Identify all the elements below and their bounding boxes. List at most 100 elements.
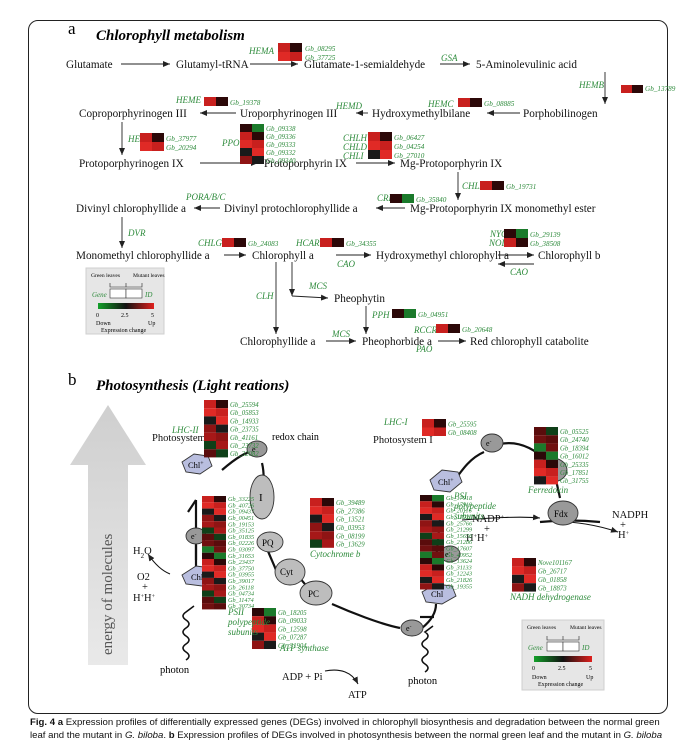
caption-fig-number: Fig. 4	[30, 717, 56, 728]
heatmap-cell-lhc2	[204, 400, 216, 409]
panel-a-title: Chlorophyll metabolism	[96, 28, 245, 44]
heatmap-cell-psi	[432, 551, 444, 558]
heatmap-cell-psii	[214, 508, 226, 515]
heatmap-cell-lhc2	[216, 400, 228, 409]
group-psi-name-2: polypeptide	[453, 501, 496, 511]
gene-id-cytb: Gb_27386	[336, 508, 365, 515]
enzyme-clh: CLH	[256, 291, 274, 301]
enzyme-gsa: GSA	[441, 53, 458, 63]
heatmap-cell-psi	[432, 545, 444, 552]
heatmap-cell-chlg	[234, 238, 246, 247]
enzyme-chli: CHLI	[343, 151, 365, 161]
heatmap-cell-ferredoxin	[534, 451, 546, 460]
panel-b-label: b	[68, 370, 77, 389]
gene-id-nadh: Gb_01858	[538, 577, 567, 584]
electron-ps2-top-label: e-	[252, 445, 258, 454]
heatmap-cell-psii	[202, 565, 214, 572]
heatmap-cell-psii	[214, 584, 226, 591]
o2-label: O2	[137, 572, 150, 583]
heatmap-cell-psi	[432, 532, 444, 540]
heatmap-cell-crd	[390, 194, 402, 203]
photon-wave-ps1	[421, 625, 434, 673]
gene-id-pph: Gb_04951	[418, 311, 448, 319]
gene-id-psii: Gb_37750	[228, 565, 255, 572]
heatmap-cell-psii	[214, 496, 226, 503]
legend-b-scale-max: 5	[589, 666, 592, 672]
caption-text-b: Expression profiles of DEGs involved in …	[177, 729, 621, 741]
heatmap-cell-psii	[202, 521, 214, 528]
group-lhc2-name: LHC-II	[171, 425, 200, 435]
heatmap-cell-psii	[202, 559, 214, 566]
heatmap-cell-hcar	[320, 238, 332, 247]
gene-id-lhc2: Gb_32082	[230, 451, 259, 458]
enzyme-chlg: CHLG	[198, 238, 223, 248]
compound-pheophytin: Pheophytin	[334, 293, 385, 305]
heatmap-cell-hemb	[632, 85, 643, 93]
heatmap-cell-chlm	[480, 181, 492, 190]
enzyme-pph: PPH	[371, 310, 390, 320]
heatmap-cell-atp	[264, 616, 276, 625]
energy-axis-arrow: energy of molecules	[70, 405, 146, 665]
compound-coproporphyrinogen: Coproporphyrinogen III	[79, 108, 187, 120]
compound-mv-chlorophyllide: Monomethyl chlorophyllide a	[76, 250, 210, 262]
heatmap-cell-nadh	[524, 574, 536, 584]
heatmap-cell-cytb	[310, 514, 322, 523]
heatmap-cell-lhc2	[216, 441, 228, 450]
figure-caption: Fig. 4 a Expression profiles of differen…	[30, 717, 670, 742]
heatmap-cell-psi	[432, 576, 444, 584]
electron-ps1-bottom	[400, 619, 424, 637]
gene-id-psi: Gb_21286	[446, 539, 473, 546]
legend-b-change: Expression change	[538, 682, 583, 688]
compound-dv-protochlorophyllide: Divinyl protochlorophyllide a	[224, 203, 358, 215]
gene-id-psi: Gb_17920	[446, 514, 473, 521]
compound-chlorophyll-a: Chlorophyll a	[252, 250, 314, 262]
heatmap-cell-lhc1	[434, 419, 446, 428]
gene-id-crd: Gb_35840	[416, 196, 447, 204]
gene-id-psii: Gb_19153	[228, 521, 254, 528]
compound-chlorophyllide-a: Chlorophyllide a	[240, 336, 316, 348]
legend-a-scale-min: 0	[96, 313, 99, 319]
compound-hm-chlorophyll-a: Hydroxymethyl chlorophyll a	[376, 250, 509, 262]
gene-id-lhc2: Gb_25594	[230, 402, 259, 409]
heatmap-cell-lhc2	[204, 441, 216, 450]
heatmap-cell-psi	[432, 564, 444, 571]
heatmap-cell-ppo	[240, 140, 252, 148]
heatmap-cell-psi	[432, 520, 444, 527]
heatmap-cell-psi	[420, 520, 432, 527]
gene-id-psii: Gb_04734	[228, 591, 254, 598]
heatmap-cell-hema	[278, 52, 290, 61]
gene-id-atp: Gb_07287	[278, 635, 307, 642]
nadph-h-label: H+	[618, 530, 630, 541]
heatmap-cell-ferredoxin	[534, 427, 546, 436]
gene-id-psii: Gb_01835	[228, 534, 254, 541]
enzyme-ppo: PPO	[221, 138, 240, 148]
heatmap-cell-psii	[214, 540, 226, 547]
heatmap-cell-nadh	[512, 566, 524, 575]
heatmap-cell-psi	[420, 501, 432, 508]
legend-b-scale-bar	[534, 656, 592, 662]
gene-id-psii: Gb_26118	[228, 584, 255, 591]
heatmap-cell-atp	[264, 608, 276, 617]
group-psi-name-3: subunits	[454, 511, 485, 521]
heatmap-cell-psii	[202, 571, 214, 578]
gene-id-ppo: Gb_09332	[266, 149, 296, 157]
electron-ps1-bottom-label: e-	[406, 624, 412, 633]
gene-id-psii: Gb_33225	[228, 496, 254, 503]
enzyme-chld: CHLD	[343, 142, 368, 152]
gene-id-atp: Gb_18205	[278, 610, 307, 617]
gene-id-psi: Gb_15656	[446, 533, 473, 540]
heatmap-cell-psi	[420, 551, 432, 558]
complex-i-label: I	[259, 492, 263, 504]
legend-b-scale-mid: 2.5	[558, 666, 566, 672]
chl-plus-ps2-hex	[181, 453, 213, 475]
heatmap-cell-hema	[278, 43, 290, 52]
nadph-label: NADPH	[612, 510, 649, 521]
gene-id-psii: Gb_40726	[228, 502, 255, 509]
heatmap-cell-psi	[420, 570, 432, 577]
heatmap-cell-psii	[214, 546, 226, 553]
chl-plus-ps1-hex	[429, 469, 463, 493]
gene-id-ferredoxin: Gb_31755	[560, 478, 589, 485]
legend-panel-b: Green leaves Mutant leaves Gene ID 0 2.5…	[521, 619, 605, 691]
legend-a-green: Green leaves	[91, 273, 120, 279]
heatmap-cell-psi	[432, 495, 444, 502]
